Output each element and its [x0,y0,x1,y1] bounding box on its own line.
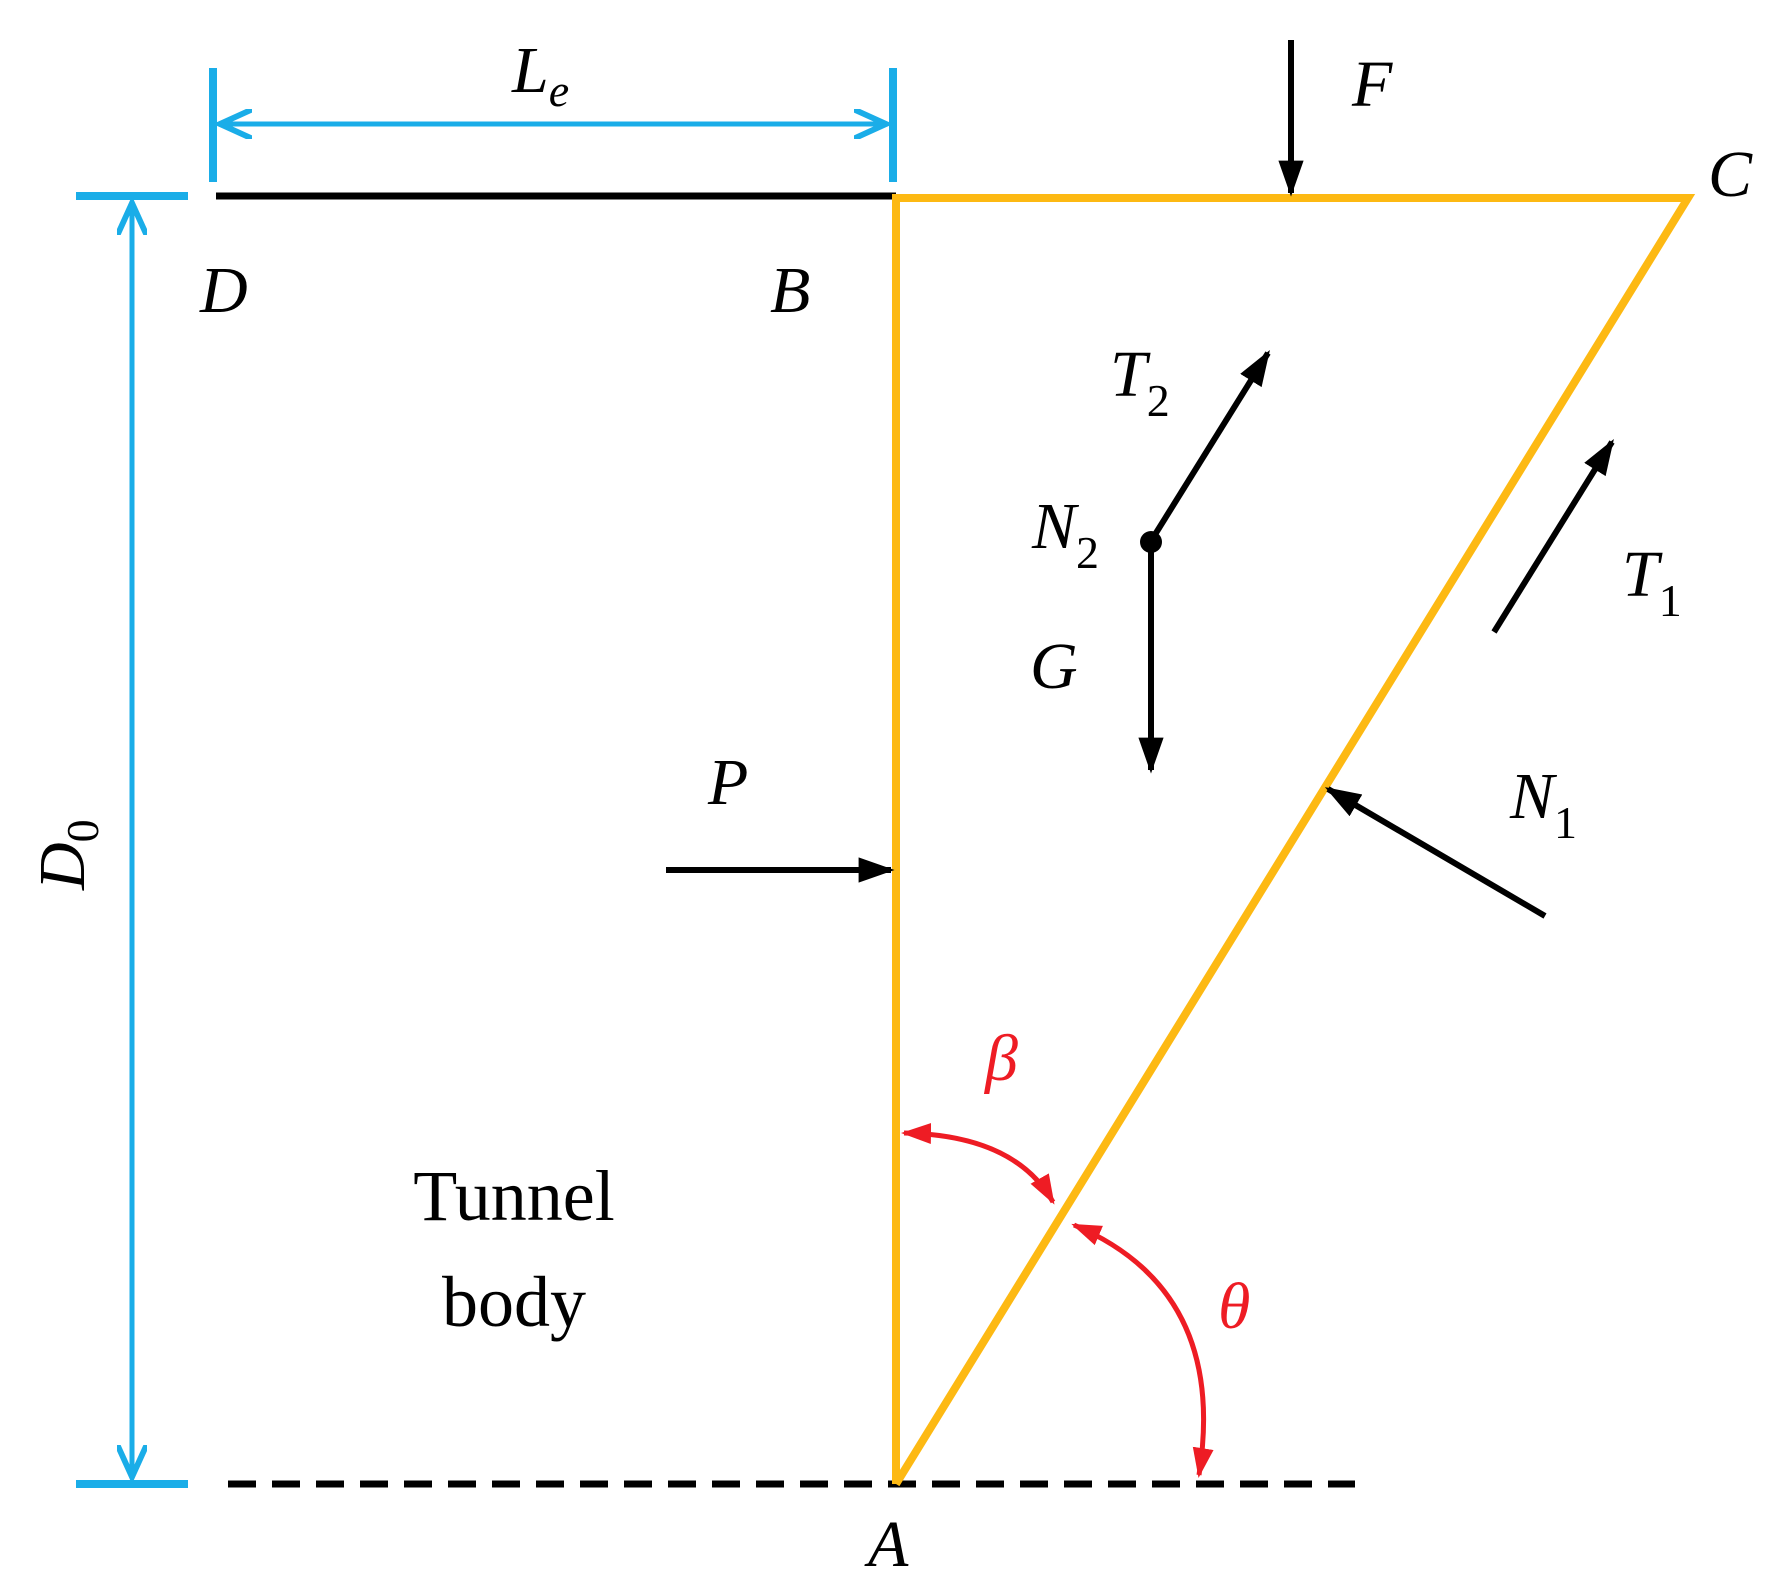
tunnel-body-label-line1: Tunnel [413,1156,614,1236]
n2-point [1140,531,1162,553]
force-t1-label: T1 [1622,538,1682,626]
force-n1-arrow [1324,786,1547,919]
force-t2-label: T2 [1110,338,1170,426]
wedge-outline [892,194,1696,1487]
d0-label: D0 [26,819,108,891]
force-n2-label: N2 [1031,490,1099,578]
force-f-label: F [1351,48,1393,121]
point-a-label: A [864,1508,909,1581]
beta-angle-arc [901,1122,1056,1205]
force-n1-label: N1 [1509,760,1577,848]
point-d-label: D [199,254,248,327]
theta-angle-arc [1071,1222,1214,1478]
point-c-label: C [1708,138,1753,211]
force-t1-arrow [1491,438,1615,634]
le-label: Le [511,34,569,116]
theta-label: θ [1218,1270,1250,1343]
beta-label: β [983,1022,1018,1095]
tunnel-body-label-line2: body [442,1262,586,1342]
force-p-label: P [707,746,748,819]
force-g-label: G [1030,630,1078,703]
point-b-label: B [770,254,810,327]
force-t2-arrow [1148,349,1271,543]
